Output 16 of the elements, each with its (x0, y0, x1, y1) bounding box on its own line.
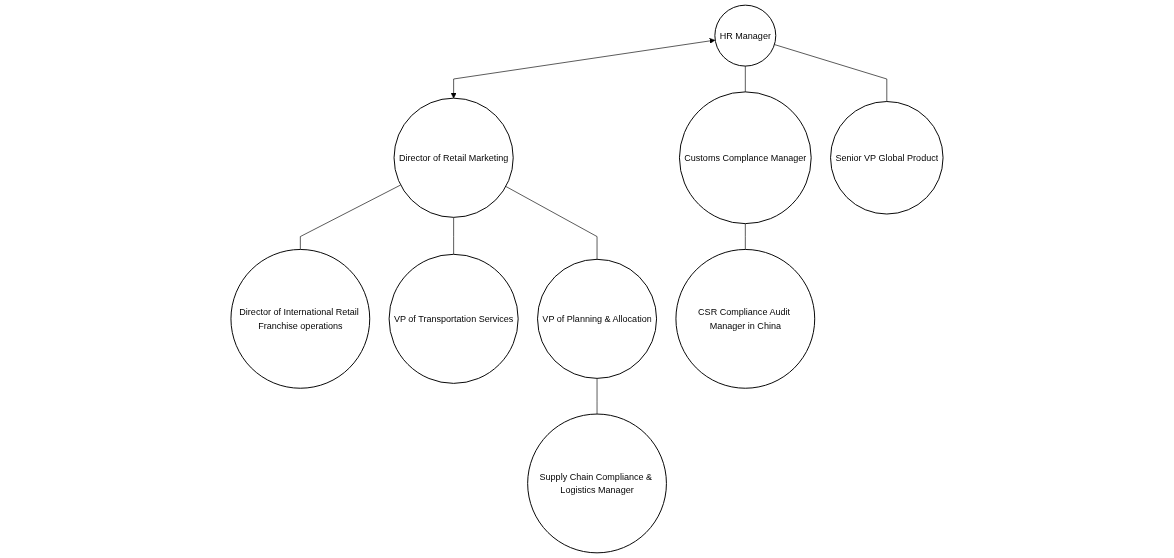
connector (745, 65, 746, 93)
connector (300, 184, 401, 250)
node-circle: HR Manager (714, 4, 777, 67)
node-circle: Supply Chain Compliance & Logistics Manager (527, 413, 667, 554)
connector (453, 217, 454, 255)
node-circle: Director of International Retail Franchise operations (230, 248, 371, 389)
node-circle: CSR Compliance Audit Manager in China (675, 248, 816, 389)
connector (745, 223, 746, 250)
node-circle: Customs Complance Manager (678, 91, 812, 225)
connector (596, 378, 598, 415)
connector (774, 44, 888, 102)
node-circle: Director of Retail Marketing (393, 97, 514, 218)
node-circle: VP of Transportation Services (388, 253, 519, 384)
node-circle: VP of Planning & Allocation (537, 258, 658, 379)
node-circle: Senior VP Global Product (830, 101, 944, 215)
connector (505, 186, 598, 260)
